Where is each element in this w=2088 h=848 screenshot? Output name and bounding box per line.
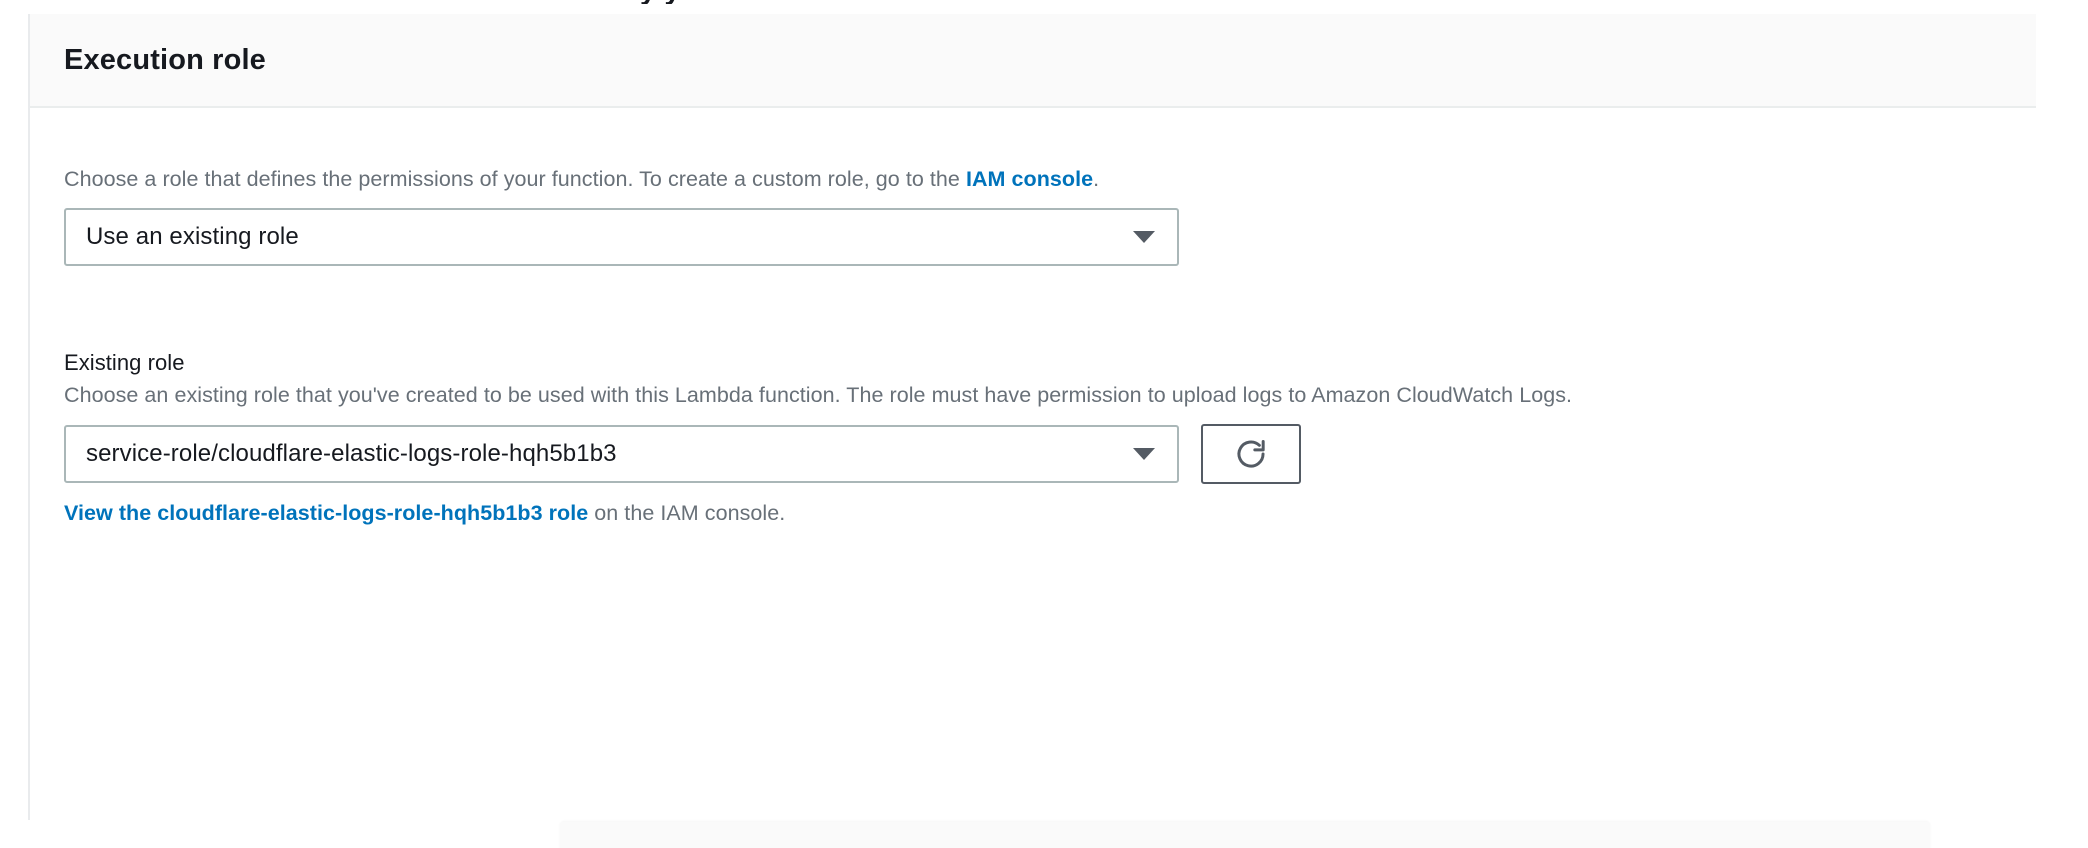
card-body: Choose a role that defines the permissio… (30, 164, 2036, 528)
role-source-description-suffix: . (1093, 167, 1100, 191)
card-header: Execution role (30, 14, 2036, 108)
iam-console-link[interactable]: IAM console (965, 167, 1094, 191)
existing-role-select-value: service-role/cloudflare-elastic-logs-rol… (86, 440, 617, 467)
view-role-link[interactable]: View the cloudflare-elastic-logs-role-hq… (64, 501, 589, 525)
chevron-down-icon (1133, 231, 1155, 243)
clipped-heading-above: y your function. (0, 0, 2088, 4)
view-role-line: View the cloudflare-elastic-logs-role-hq… (64, 498, 2002, 528)
existing-role-label: Existing role (64, 350, 185, 375)
existing-role-select-row: service-role/cloudflare-elastic-logs-rol… (64, 424, 2002, 484)
page-title: Execution role (64, 43, 266, 76)
execution-role-card: Execution role Choose a role that define… (28, 14, 2036, 820)
refresh-roles-button[interactable] (1201, 424, 1301, 484)
execution-role-select-value: Use an existing role (86, 223, 299, 250)
existing-role-select[interactable]: service-role/cloudflare-elastic-logs-rol… (64, 425, 1179, 483)
existing-role-description: Choose an existing role that you've crea… (64, 383, 1573, 407)
bottom-panel-edge (560, 822, 1930, 848)
role-source-description: Choose a role that defines the permissio… (64, 164, 2002, 194)
existing-role-section: Existing role Choose an existing role th… (64, 348, 2002, 528)
view-role-suffix: on the IAM console. (588, 501, 786, 525)
role-source-description-prefix: Choose a role that defines the permissio… (64, 167, 966, 191)
refresh-icon (1234, 437, 1268, 471)
execution-role-select[interactable]: Use an existing role (64, 208, 1179, 266)
chevron-down-icon (1133, 448, 1155, 460)
